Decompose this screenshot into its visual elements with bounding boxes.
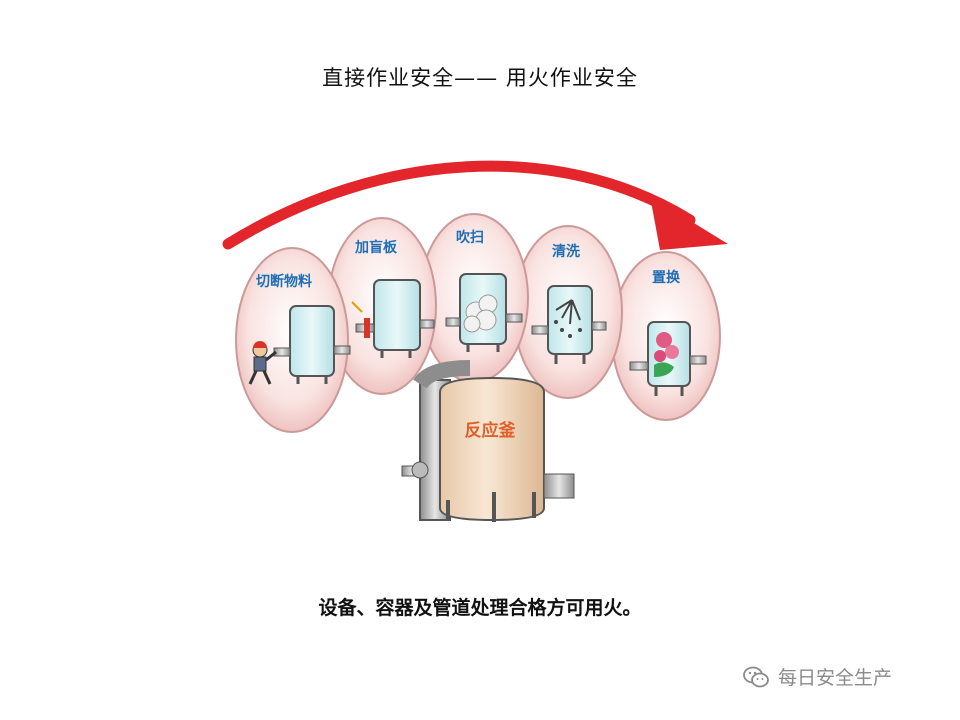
step-label-1: 切断物料 [256, 273, 312, 290]
blind-plate-icon [364, 318, 370, 338]
step-label-4: 清洗 [552, 243, 580, 260]
caption: 设备、容器及管道处理合格方可用火。 [318, 597, 642, 619]
wechat-icon [742, 665, 770, 689]
watermark: 每日安全生产 [742, 663, 892, 690]
watermark-text: 每日安全生产 [778, 667, 893, 689]
step-label-3: 吹扫 [456, 229, 484, 246]
step-bubble-2: 加盲板 [327, 217, 437, 395]
flower-icon [654, 332, 679, 377]
step-bubble-5: 置换 [611, 251, 721, 421]
page-title: 直接作业安全—— 用火作业安全 [322, 66, 638, 90]
step-bubble-1: 切断物料 [235, 247, 351, 433]
step-bubble-4: 清洗 [513, 225, 623, 399]
process-arrow [222, 160, 728, 250]
steam-icon [463, 294, 498, 333]
reactor-label: 反应釜 [465, 420, 517, 441]
worker-icon [248, 341, 277, 385]
step-label-2: 加盲板 [354, 239, 398, 256]
arrow-pointer-icon [351, 301, 363, 313]
spray-icon [554, 299, 582, 338]
step-label-5: 置换 [652, 269, 681, 286]
step-bubble-3: 吹扫 [419, 213, 529, 383]
reactor-vessel: 反应釜 [401, 360, 575, 522]
